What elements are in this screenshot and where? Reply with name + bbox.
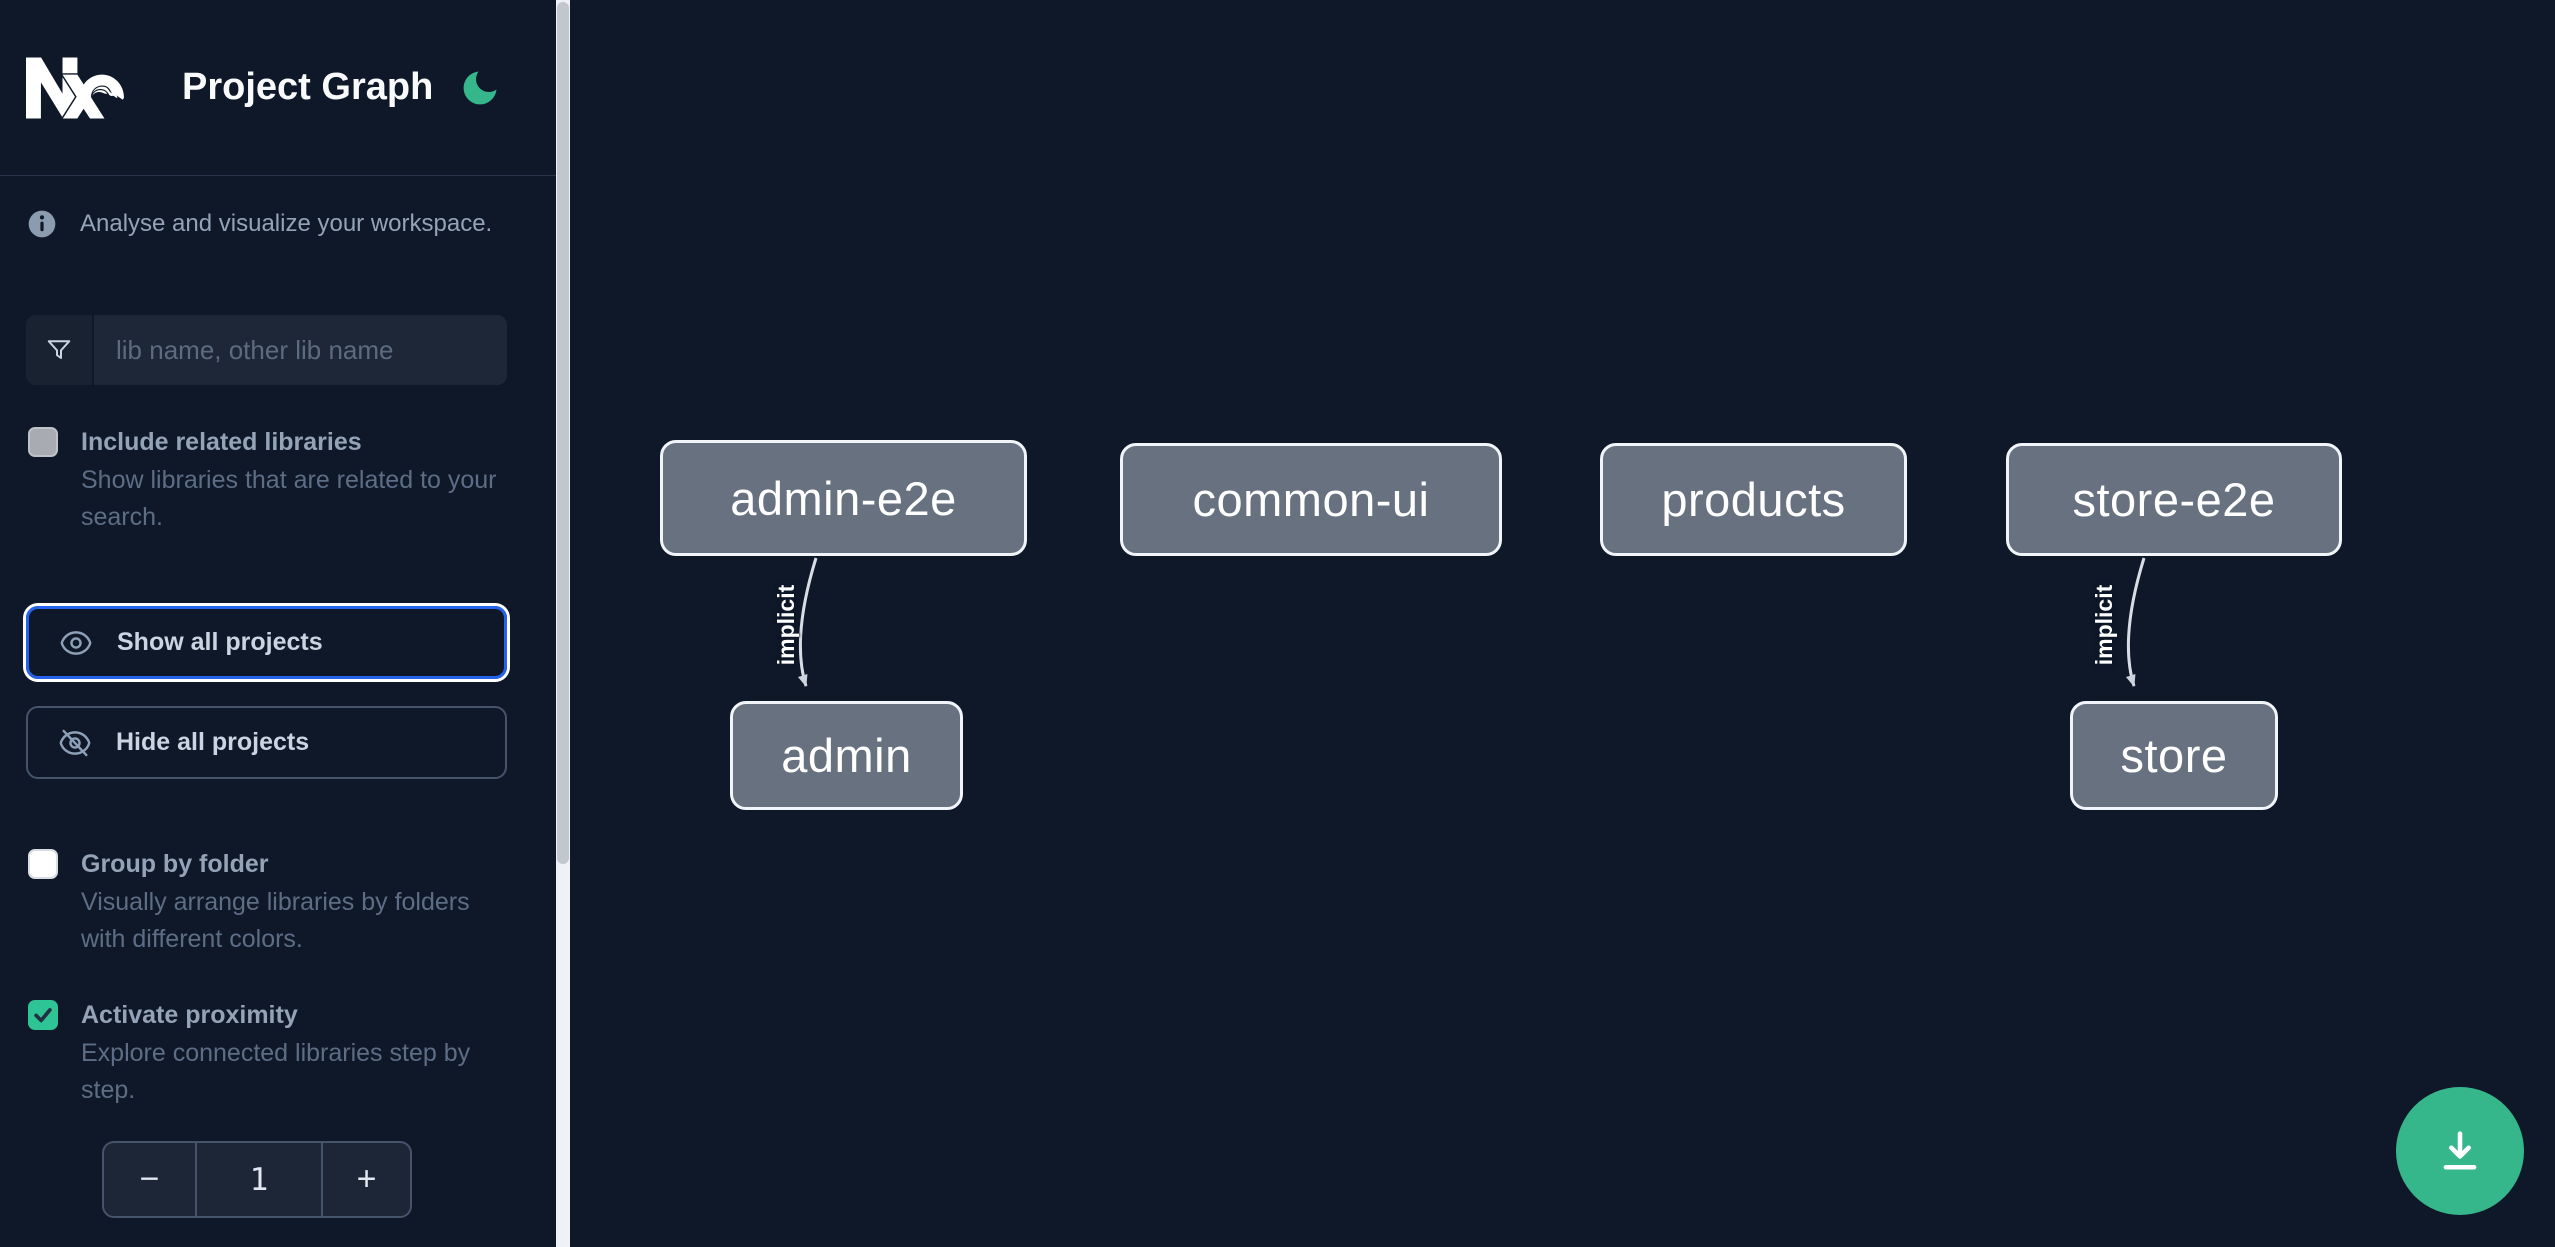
proximity-value[interactable]: 1 [195, 1143, 323, 1216]
toggle-label: Include related libraries [81, 428, 362, 456]
sidebar-header: Project Graph [0, 0, 556, 176]
toggle-description: Visually arrange libraries by folders wi… [81, 888, 470, 953]
nx-logo [26, 39, 124, 137]
eye-icon [59, 626, 93, 660]
workspace-info-text: Analyse and visualize your workspace. [80, 210, 493, 237]
show-all-projects-button[interactable]: Show all projects [26, 606, 507, 679]
toggle-description: Show libraries that are related to your … [81, 466, 497, 531]
edge-store-e2e-store [2125, 557, 2146, 687]
search-input[interactable] [94, 315, 507, 385]
page-title: Project Graph [182, 66, 434, 108]
toggle-include-related-libraries: Include related libraries Show libraries… [28, 424, 508, 536]
edge-admin-e2e-admin [797, 557, 818, 687]
download-icon [2434, 1125, 2486, 1177]
group-by-folder-checkbox[interactable] [28, 849, 58, 879]
info-icon [26, 208, 58, 240]
show-all-projects-label: Show all projects [117, 628, 323, 656]
graph-node-store[interactable]: store [2070, 701, 2278, 810]
activate-proximity-checkbox[interactable] [28, 1000, 58, 1030]
hide-all-projects-label: Hide all projects [116, 728, 310, 756]
include-related-libraries-checkbox[interactable] [28, 427, 58, 457]
search-box [26, 315, 507, 385]
graph-node-common-ui[interactable]: common-ui [1120, 443, 1502, 556]
toggle-description: Explore connected libraries step by step… [81, 1039, 471, 1104]
sidebar: Project Graph Analyse and visualize your… [0, 0, 556, 1247]
graph-node-admin-e2e[interactable]: admin-e2e [660, 440, 1027, 556]
graph-node-admin[interactable]: admin [730, 701, 963, 810]
toggle-label: Group by folder [81, 850, 269, 878]
hide-all-projects-button[interactable]: Hide all projects [26, 706, 507, 779]
moon-icon [458, 66, 504, 110]
proximity-stepper: − 1 + [102, 1141, 412, 1218]
checkmark-icon [32, 1004, 54, 1026]
graph-node-store-e2e[interactable]: store-e2e [2006, 443, 2342, 556]
toggle-label: Activate proximity [81, 1001, 298, 1029]
proximity-decrement-button[interactable]: − [139, 1160, 160, 1198]
workspace-info-row: Analyse and visualize your workspace. [0, 176, 556, 240]
funnel-icon [26, 315, 94, 385]
toggle-group-by-folder: Group by folder Visually arrange librari… [28, 846, 508, 958]
graph-node-products[interactable]: products [1600, 443, 1907, 556]
sidebar-scrollbar-thumb[interactable] [557, 2, 569, 864]
proximity-increment-button[interactable]: + [356, 1160, 377, 1198]
theme-toggle-button[interactable] [458, 65, 504, 111]
eye-slash-icon [58, 726, 92, 760]
sidebar-scrollbar [556, 0, 570, 1247]
toggle-activate-proximity: Activate proximity Explore connected lib… [28, 997, 508, 1109]
download-graph-button[interactable] [2396, 1087, 2524, 1215]
